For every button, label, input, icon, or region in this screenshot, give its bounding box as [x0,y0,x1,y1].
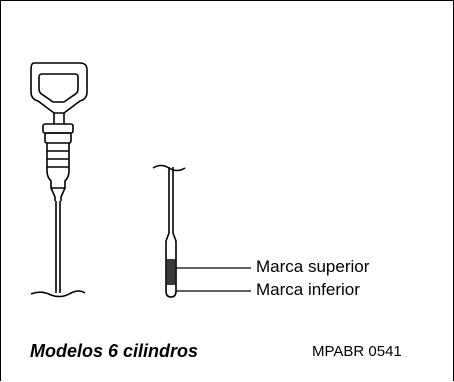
dipstick-collar [42,123,74,134]
dipstick-full-view [30,62,88,298]
figure-title: Modelos 6 cilindros [30,341,199,361]
level-zone [166,259,176,285]
dipstick-tip-closeup [152,164,186,298]
dipstick-handle-inner [38,73,79,103]
figure-code: MPABR 0541 [312,343,402,360]
label-upper-mark: Marca superior [256,257,370,276]
break-line-left [30,290,86,298]
label-lower-mark: Marca inferior [256,280,360,299]
leader-lines [176,267,251,292]
